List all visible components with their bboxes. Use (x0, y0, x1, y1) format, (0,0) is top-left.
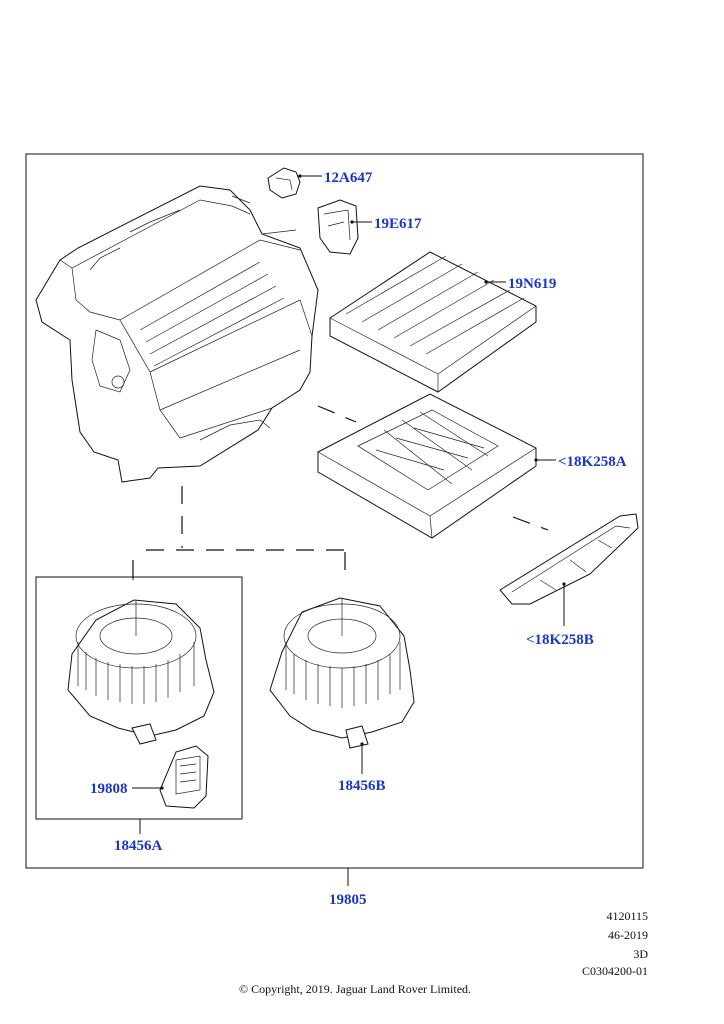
label-12A647: 12A647 (324, 170, 373, 186)
duct-18K258B (499, 513, 639, 626)
filter-housing-18K258A (317, 393, 556, 539)
label-19808: 19808 (90, 781, 128, 797)
copyright: © Copyright, 2019. Jaguar Land Rover Lim… (238, 982, 472, 996)
label-19N619: 19N619 (508, 276, 556, 292)
filter-19N619 (329, 251, 537, 393)
resistor-19808 (132, 745, 209, 809)
actuator-19E617 (317, 199, 372, 255)
label-18K258B: <18K258B (526, 632, 594, 648)
meta-line-2: 46-2019 (608, 928, 648, 942)
blower-18456A (67, 560, 215, 745)
blower-18456B (269, 597, 415, 774)
label-19805: 19805 (329, 892, 367, 908)
meta-line-3: 3D (633, 947, 648, 961)
label-18K258A: <18K258A (558, 454, 627, 470)
assembly-frame (25, 153, 644, 869)
label-18456B: 18456B (338, 778, 386, 794)
actuator-12A647 (267, 167, 322, 199)
meta-line-1: 4120115 (606, 909, 648, 923)
label-19E617: 19E617 (374, 216, 422, 232)
meta-line-4: C0304200-01 (582, 964, 648, 978)
blower-kit-frame (35, 576, 243, 820)
hvac-housing (35, 185, 319, 483)
label-18456A: 18456A (114, 838, 163, 854)
